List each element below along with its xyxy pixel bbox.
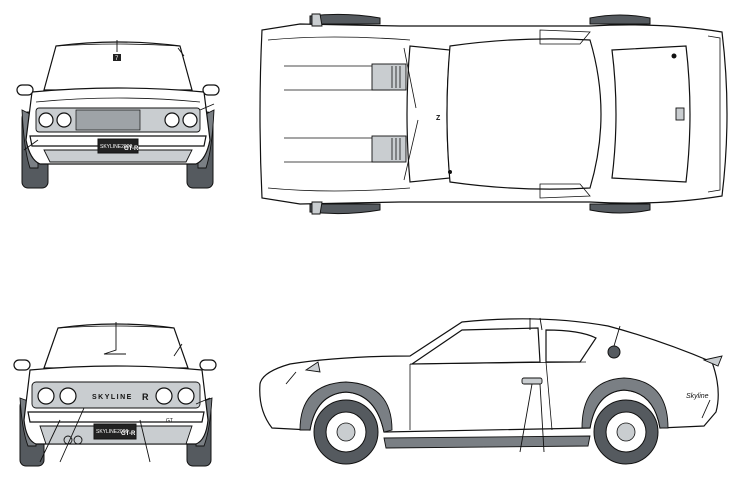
front-valance — [43, 149, 193, 163]
front-plate-badge: GT-R — [124, 146, 139, 152]
rear-taillight-inner-right — [155, 387, 173, 405]
front-hood-line — [35, 97, 201, 103]
side-rear-hub — [616, 422, 636, 442]
rear-light-label: GT — [166, 418, 173, 424]
side-rocker-panel — [383, 435, 591, 449]
top-left-mirror — [311, 13, 323, 27]
front-windshield — [43, 41, 193, 91]
front-license-plate — [97, 138, 139, 154]
top-view: Z — [259, 13, 728, 215]
top-rear-right-tyre — [589, 203, 651, 214]
side-view: Skyline — [259, 317, 723, 465]
top-hood-vent-right — [371, 135, 407, 163]
rear-taillight-outer-right — [177, 387, 195, 405]
top-roof — [446, 38, 602, 190]
top-rear-spoiler — [707, 35, 721, 193]
front-headlight-outer-right — [182, 112, 198, 128]
side-rear-window — [545, 329, 597, 363]
top-hood-creases — [284, 65, 390, 163]
top-hood-edge-left — [267, 36, 411, 41]
side-front-fender-flare — [299, 381, 393, 433]
side-door-handle — [521, 377, 543, 385]
front-headlight-outer-left — [38, 112, 54, 128]
top-vent-slats — [391, 66, 401, 160]
rear-license-plate — [93, 423, 137, 440]
front-roofline — [55, 43, 181, 47]
front-headlight-inner-left — [56, 112, 72, 128]
rear-taillight-inner-left — [59, 387, 77, 405]
top-antenna — [448, 170, 452, 174]
front-plate-text: SKYLINE2000 — [100, 144, 132, 150]
rear-script: SKYLINE — [92, 394, 133, 401]
side-rear-fender-flare — [581, 377, 669, 429]
top-rear-window — [611, 45, 691, 183]
front-left-mirror — [16, 84, 34, 96]
side-rear-spoiler — [702, 355, 723, 367]
top-trunk-badge — [675, 107, 685, 121]
rear-right-mirror — [199, 359, 217, 371]
side-mirror — [304, 361, 321, 373]
rear-plate-text: SKYLINE2000 — [96, 429, 128, 435]
side-door-lines — [409, 361, 587, 431]
rear-bumper — [27, 411, 205, 423]
front-view: SKYLINE2000 GT-R 7 — [16, 40, 220, 189]
top-left-window — [539, 29, 591, 45]
top-right-mirror — [311, 201, 323, 215]
front-hood-badge-bg — [113, 54, 121, 61]
top-wipers — [403, 47, 419, 181]
rear-exhaust-right — [73, 435, 83, 445]
front-grille-mesh — [75, 109, 141, 131]
top-hood-vent-left — [371, 63, 407, 91]
rear-view: SKYLINE R SKYLINE2000 GT-R GT — [13, 322, 217, 467]
front-right-mirror — [202, 84, 220, 96]
rear-badge: R — [142, 392, 149, 402]
side-fuel-cap — [607, 345, 621, 359]
side-callout-lines — [285, 317, 711, 453]
rear-left-mirror — [13, 359, 31, 371]
side-front-hub — [336, 422, 356, 442]
rear-taillight-outer-left — [37, 387, 55, 405]
top-right-window — [539, 183, 591, 199]
front-hood-badge: 7 — [115, 56, 119, 62]
top-hood-badge: Z — [436, 115, 441, 122]
top-hood-edge-right — [267, 187, 411, 192]
front-callout-lines — [23, 40, 215, 151]
top-rear-left-tyre — [589, 14, 651, 25]
rear-callout-lines — [39, 322, 211, 463]
top-windshield — [406, 45, 451, 183]
side-script: Skyline — [686, 393, 709, 400]
top-fuel-cap — [671, 53, 677, 59]
front-headlight-inner-right — [164, 112, 180, 128]
rear-plate-badge: GT-R — [121, 431, 136, 437]
